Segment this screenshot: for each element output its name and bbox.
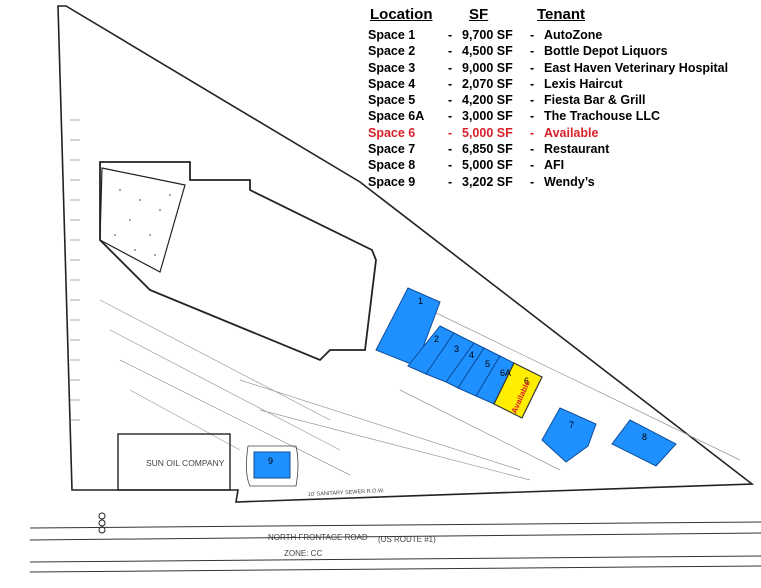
anchor-building (99, 161, 377, 362)
legend-row: Space 5-4,200 SF-Fiesta Bar & Grill (368, 93, 758, 109)
legend-row: Space 9-3,202 SF-Wendy’s (368, 175, 758, 191)
parking-stalls-west (70, 119, 80, 421)
parking-rows (99, 299, 741, 481)
north-frontage-road (29, 521, 761, 573)
space-label-2: 2 (434, 334, 439, 344)
space-label-3: 3 (454, 344, 459, 354)
row-dash: - (530, 109, 535, 124)
space-9-footprint[interactable] (253, 451, 291, 479)
row-tenant: Wendy’s (544, 174, 595, 189)
legend-row: Space 3-9,000 SF-East Haven Veterinary H… (368, 61, 758, 77)
space-label-8: 8 (642, 432, 647, 442)
row-sf: 9,700 SF (462, 28, 513, 42)
row-dash: - (530, 76, 535, 91)
row-dash: - (448, 28, 453, 42)
legend-row: Space 8-5,000 SF-AFI (368, 158, 758, 174)
space-label-9: 9 (268, 456, 273, 466)
space-9-drive-thru (246, 445, 299, 487)
row-location: Space 8 (368, 158, 416, 173)
row-sf: 2,070 SF (462, 76, 513, 91)
property-boundary (57, 5, 755, 503)
legend-row: Space 2-4,500 SF-Bottle Depot Liquors (368, 44, 758, 60)
row-location: Space 2 (368, 44, 416, 59)
row-location: Space 9 (368, 174, 416, 189)
row-dash: - (530, 142, 535, 157)
row-dash: - (448, 93, 453, 108)
row-sf: 4,500 SF (462, 44, 513, 59)
row-dash: - (448, 158, 453, 173)
route-label: (US ROUTE #1) (378, 535, 436, 544)
space-7-footprint[interactable] (541, 407, 597, 463)
row-location: Space 5 (368, 93, 416, 108)
row-location: Space 7 (368, 142, 416, 157)
row-tenant: Fiesta Bar & Grill (544, 93, 646, 108)
tenant-legend: Location SF Tenant Space 1-9,700 SF-Auto… (368, 6, 758, 191)
legend-row: Space 6-5,000 SF-Available (368, 126, 758, 142)
legend-row: Space 6A-3,000 SF-The Trachouse LLC (368, 109, 758, 125)
row-tenant: East Haven Veterinary Hospital (544, 60, 729, 75)
space-label-7: 7 (569, 420, 574, 430)
row-dash: - (448, 125, 453, 140)
row-tenant: Restaurant (544, 142, 610, 157)
header-location: Location (370, 6, 433, 23)
road-label: NORTH FRONTAGE ROAD (268, 533, 368, 542)
row-dash: - (448, 142, 453, 157)
row-dash: - (530, 158, 535, 173)
garden-center-hatch (114, 189, 171, 256)
row-location: Space 4 (368, 76, 416, 91)
legend-row: Space 7-6,850 SF-Restaurant (368, 142, 758, 158)
row-sf: 5,000 SF (462, 158, 513, 173)
row-dash: - (448, 109, 453, 124)
zone-label: ZONE: CC (284, 549, 322, 558)
row-location: Space 6 (368, 125, 416, 140)
row-dash: - (530, 28, 535, 42)
row-tenant: AutoZone (544, 28, 603, 42)
legend-row: Space 1-9,700 SF-AutoZone (368, 28, 758, 44)
row-location: Space 6A (368, 109, 425, 124)
legend-header: Location SF Tenant (368, 6, 758, 28)
row-dash: - (530, 60, 535, 75)
sun-oil-parcel (117, 433, 231, 491)
row-tenant: Available (544, 125, 599, 140)
strip-center (375, 287, 543, 419)
row-dash: - (530, 93, 535, 108)
space-8-footprint[interactable] (611, 419, 677, 467)
row-tenant: Lexis Haircut (544, 76, 623, 91)
row-sf: 4,200 SF (462, 93, 513, 108)
space-label-1: 1 (418, 296, 423, 306)
row-sf: 3,000 SF (462, 109, 513, 124)
sewer-label: 10' SANITARY SEWER R.O.W. (308, 488, 385, 498)
row-sf: 5,000 SF (462, 125, 513, 140)
row-dash: - (448, 44, 453, 59)
sun-oil-label: SUN OIL COMPANY (146, 458, 225, 468)
garden-center (99, 167, 186, 273)
row-location: Space 1 (368, 28, 416, 42)
header-tenant: Tenant (537, 6, 586, 23)
row-dash: - (448, 60, 453, 75)
row-dash: - (530, 125, 535, 140)
row-sf: 3,202 SF (462, 174, 513, 189)
row-location: Space 3 (368, 60, 416, 75)
row-tenant: The Trachouse LLC (544, 109, 660, 124)
utility-poles (98, 512, 106, 534)
row-tenant: Bottle Depot Liquors (544, 44, 668, 59)
row-dash: - (530, 44, 535, 59)
space-label-6a: 6A (500, 368, 511, 378)
space-label-5: 5 (485, 359, 490, 369)
row-dash: - (530, 174, 535, 189)
space-6-footprint[interactable] (493, 362, 543, 419)
row-dash: - (448, 76, 453, 91)
header-sf: SF (469, 6, 489, 23)
row-sf: 6,850 SF (462, 142, 513, 157)
row-dash: - (448, 174, 453, 189)
space-label-6: 6 (524, 376, 529, 386)
legend-row: Space 4-2,070 SF-Lexis Haircut (368, 77, 758, 93)
row-sf: 9,000 SF (462, 60, 513, 75)
row-tenant: AFI (544, 158, 565, 173)
space-labels: 1 2 3 4 5 6A 6 7 8 9 (268, 296, 647, 466)
space-label-4: 4 (469, 350, 474, 360)
